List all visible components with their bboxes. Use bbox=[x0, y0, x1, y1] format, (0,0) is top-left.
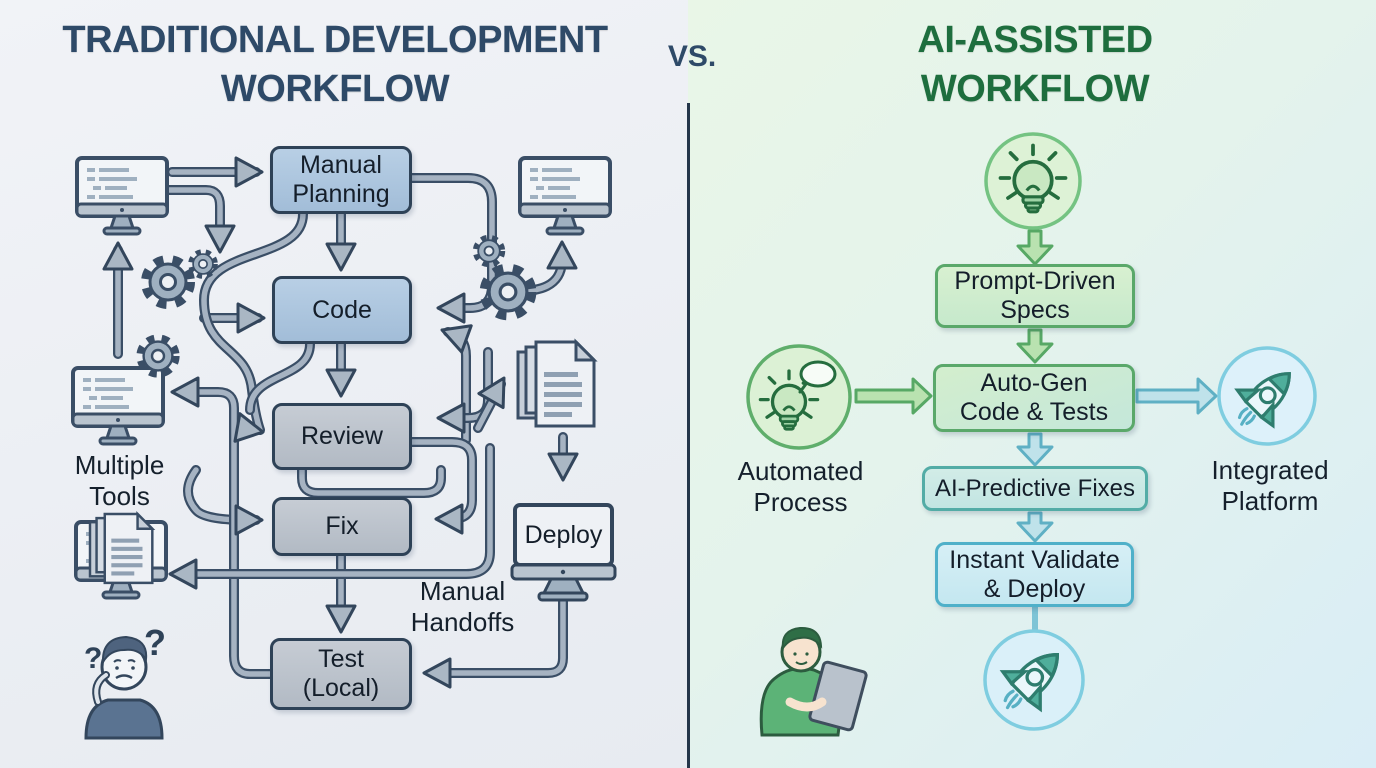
panel-divider bbox=[687, 103, 690, 768]
label-automated-process: Automated Process bbox=[737, 456, 864, 518]
box-label: Prompt-Driven Specs bbox=[954, 267, 1116, 324]
rocket-icon bbox=[1217, 346, 1317, 446]
monitor-code-icon bbox=[75, 156, 169, 236]
box-label: Code bbox=[312, 295, 372, 324]
box-label: Auto-Gen Code & Tests bbox=[959, 369, 1109, 426]
box-code: Code bbox=[272, 276, 412, 344]
label-integrated-platform: Integrated Platform bbox=[1211, 455, 1329, 517]
rocket-launch-icon bbox=[983, 629, 1085, 731]
confused-person-icon: ? ? bbox=[84, 622, 166, 740]
gears-icon bbox=[146, 260, 190, 304]
question-mark: ? bbox=[144, 622, 166, 663]
ai-title: AI-ASSISTED WORKFLOW bbox=[917, 19, 1153, 110]
deploy-monitor-icon bbox=[510, 503, 617, 602]
box-auto-gen-code-tests: Auto-Gen Code & Tests bbox=[933, 364, 1135, 432]
idea-bubble-icon bbox=[746, 344, 852, 450]
label-manual-handoffs: Manual Handoffs bbox=[410, 576, 515, 638]
ai-connectors bbox=[854, 229, 1218, 632]
monitor-code-icon bbox=[518, 156, 612, 236]
box-label: Fix bbox=[325, 512, 359, 541]
vs-label: VS. bbox=[667, 40, 717, 73]
box-manual-planning: Manual Planning bbox=[270, 146, 412, 214]
label-multiple-tools: Multiple Tools bbox=[74, 450, 165, 512]
question-mark: ? bbox=[84, 642, 102, 675]
box-test-local: Test (Local) bbox=[270, 638, 412, 710]
traditional-title: TRADITIONAL DEVELOPMENT WORKFLOW bbox=[62, 19, 608, 110]
monitor-docs-icon bbox=[74, 512, 168, 600]
box-deploy: Deploy bbox=[517, 507, 610, 563]
box-prompt-driven-specs: Prompt-Driven Specs bbox=[935, 264, 1135, 328]
documents-icon bbox=[516, 340, 596, 428]
box-label: Test (Local) bbox=[302, 645, 380, 702]
gears-icon bbox=[476, 238, 502, 264]
box-label: Manual Planning bbox=[292, 151, 390, 208]
box-fix: Fix bbox=[272, 497, 412, 556]
box-review: Review bbox=[272, 403, 412, 470]
box-label: AI-Predictive Fixes bbox=[934, 474, 1136, 502]
box-label: Instant Validate & Deploy bbox=[949, 545, 1120, 603]
box-label: Review bbox=[301, 422, 383, 451]
lightbulb-icon bbox=[984, 132, 1082, 230]
box-label: Deploy bbox=[524, 520, 603, 549]
monitor-gear-icon bbox=[71, 366, 165, 446]
person-tablet-icon bbox=[759, 626, 868, 737]
box-instant-validate-deploy: Instant Validate & Deploy bbox=[935, 542, 1134, 607]
box-ai-predictive-fixes: AI-Predictive Fixes bbox=[922, 466, 1148, 511]
